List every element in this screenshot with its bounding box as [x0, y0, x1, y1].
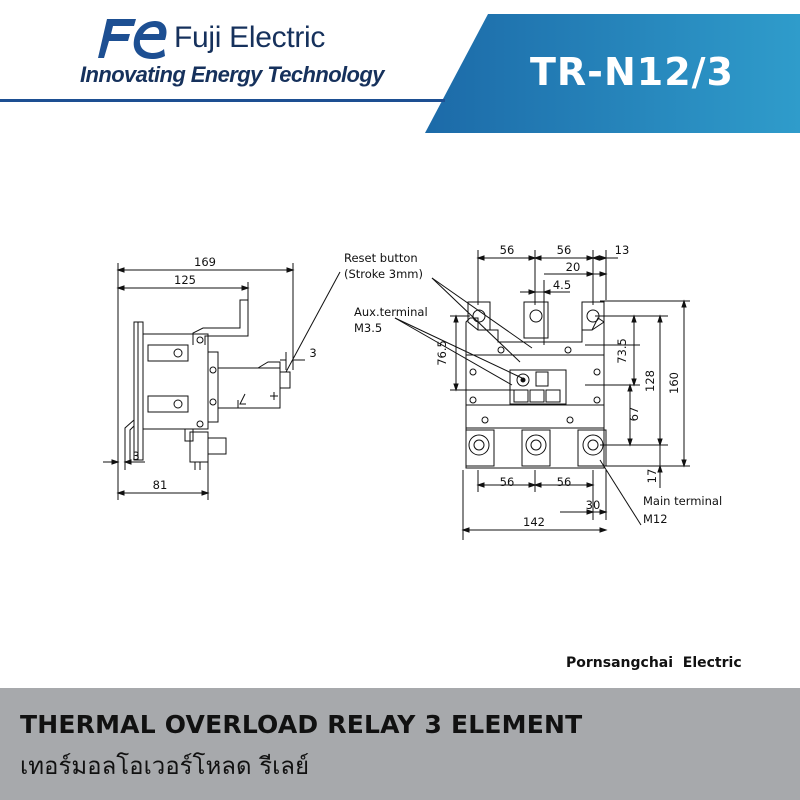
product-title-th: เทอร์มอลโอเวอร์โหลด รีเลย์ — [20, 752, 310, 780]
model-banner — [425, 14, 800, 133]
dim-3-reset: 3 — [309, 346, 316, 360]
watermark: Pornsangchai Electric — [566, 655, 742, 671]
header: Fuji Electric Innovating Energy Technolo… — [0, 0, 800, 135]
callout-main-line1: Main terminal — [643, 494, 722, 508]
callout-aux-line1: Aux.terminal — [354, 305, 428, 319]
dim-160: 160 — [667, 372, 681, 394]
dim-125: 125 — [174, 273, 196, 287]
dim-17: 17 — [645, 469, 659, 484]
callout-aux-line2: M3.5 — [354, 321, 382, 335]
callout-main-line2: M12 — [643, 512, 668, 526]
dim-3-bracket: 3 — [132, 449, 139, 463]
dim-top-56-a: 56 — [500, 243, 515, 257]
dim-top-56-b: 56 — [557, 243, 572, 257]
dim-4-5: 4.5 — [553, 278, 571, 292]
dim-67: 67 — [627, 407, 641, 422]
side-view — [103, 263, 341, 500]
model-code: TR-N12/3 — [530, 50, 734, 94]
dimension-drawing: 169 125 3 3 81 56 56 13 20 4.5 76.5 73.5… — [103, 243, 722, 540]
dim-20: 20 — [566, 260, 581, 274]
fuji-logo-icon — [98, 19, 167, 59]
dim-bottom-56-b: 56 — [557, 475, 572, 489]
callout-reset-line1: Reset button — [344, 251, 418, 265]
callout-reset-line2: (Stroke 3mm) — [344, 267, 423, 281]
dim-76-5: 76.5 — [435, 340, 449, 366]
header-rule — [0, 99, 445, 102]
dim-128: 128 — [643, 370, 657, 392]
dim-81: 81 — [153, 478, 168, 492]
dim-73-5: 73.5 — [615, 338, 629, 364]
side-view-labels: 169 125 3 3 81 — [132, 255, 316, 492]
footer: THERMAL OVERLOAD RELAY 3 ELEMENT เทอร์มอ… — [0, 688, 800, 800]
dim-top-13: 13 — [615, 243, 630, 257]
front-view-labels: 56 56 13 20 4.5 76.5 73.5 128 160 67 17 … — [344, 243, 722, 529]
product-title-en: THERMAL OVERLOAD RELAY 3 ELEMENT — [20, 710, 583, 739]
front-view — [394, 250, 690, 540]
brand-name: Fuji Electric — [174, 21, 326, 54]
dim-142: 142 — [523, 515, 545, 529]
dim-bottom-56-a: 56 — [500, 475, 515, 489]
dim-30: 30 — [586, 498, 601, 512]
tagline: Innovating Energy Technology — [80, 62, 384, 87]
dim-169: 169 — [194, 255, 216, 269]
